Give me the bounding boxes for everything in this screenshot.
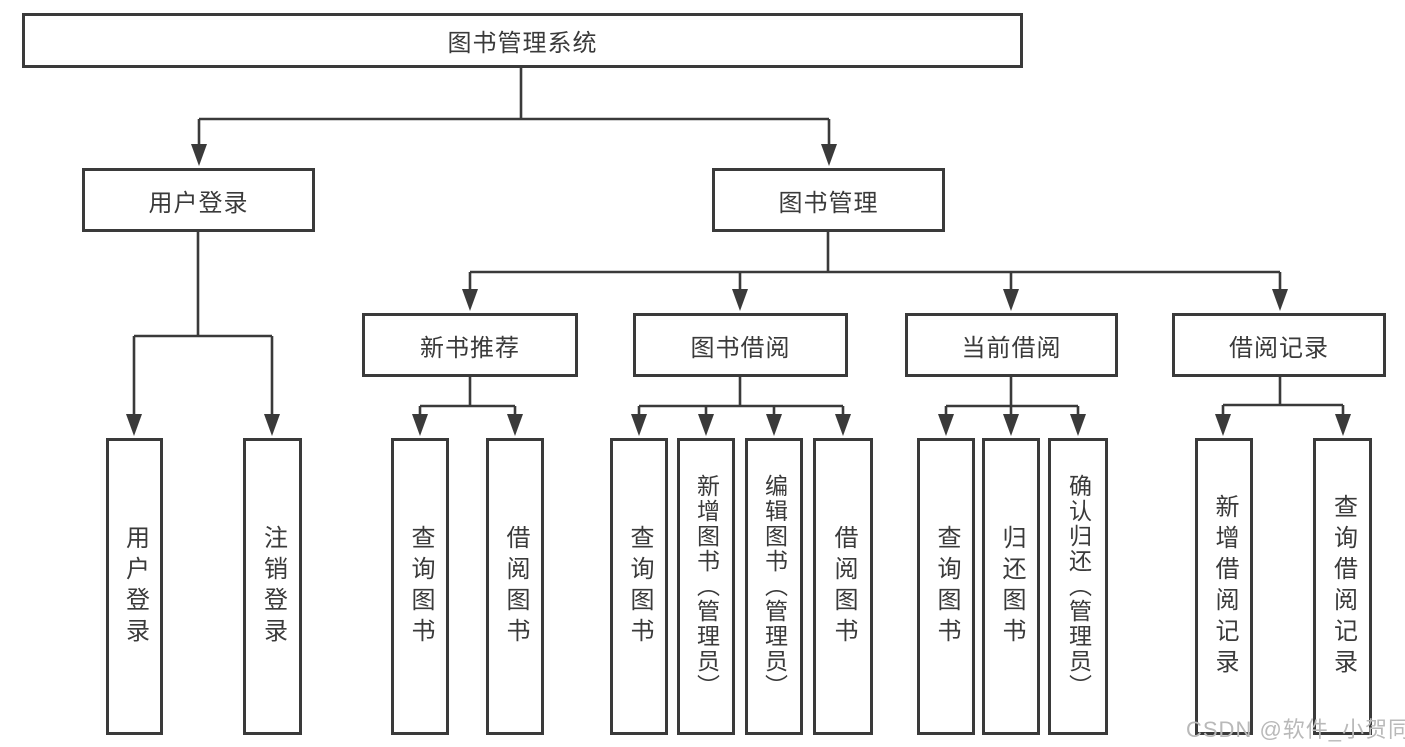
- leaf-label: 新增图书（管理员）: [693, 474, 720, 699]
- node-label: 图书管理: [778, 189, 879, 217]
- node-library-management-system: 图书管理系统: [22, 13, 1023, 68]
- node-user-login: 用户登录: [82, 168, 315, 232]
- leaf-label: 编辑图书（管理员）: [761, 474, 788, 699]
- leaf-label: 用户登录: [121, 524, 149, 649]
- leaf-label: 新增借阅记录: [1211, 493, 1238, 680]
- leaf-add-borrow-record: 新增借阅记录: [1195, 438, 1253, 735]
- node-label: 新书推荐: [420, 334, 520, 362]
- leaf-user-login: 用户登录: [106, 438, 163, 735]
- leaf-label: 借阅图书: [502, 524, 529, 649]
- node-book-management: 图书管理: [712, 168, 945, 232]
- node-new-book-recommend: 新书推荐: [362, 313, 578, 377]
- leaf-query-books-borrow: 查询图书: [610, 438, 668, 735]
- leaf-borrow-books-recommend: 借阅图书: [486, 438, 544, 735]
- node-label: 图书管理系统: [447, 30, 598, 57]
- leaf-label: 查询图书: [933, 524, 960, 649]
- leaf-add-books-admin: 新增图书（管理员）: [677, 438, 735, 735]
- leaf-label: 查询借阅记录: [1329, 493, 1357, 680]
- leaf-label: 查询图书: [626, 524, 653, 649]
- leaf-logout: 注销登录: [243, 438, 302, 735]
- node-label: 图书借阅: [690, 334, 791, 362]
- node-label: 借阅记录: [1229, 334, 1329, 362]
- leaf-label: 归还图书: [998, 524, 1025, 649]
- leaf-label: 查询图书: [407, 524, 434, 649]
- leaf-label: 确认归还（管理员）: [1065, 474, 1092, 699]
- node-label: 用户登录: [148, 189, 249, 217]
- leaf-borrow-books: 借阅图书: [813, 438, 873, 735]
- leaf-return-books: 归还图书: [982, 438, 1040, 735]
- node-current-borrow: 当前借阅: [905, 313, 1118, 377]
- leaf-edit-books-admin: 编辑图书（管理员）: [745, 438, 803, 735]
- watermark: CSDN @软件_小贺同学: [1186, 717, 1405, 742]
- leaf-confirm-return-admin: 确认归还（管理员）: [1048, 438, 1108, 735]
- leaf-query-books-current: 查询图书: [917, 438, 975, 735]
- leaf-label: 借阅图书: [830, 524, 857, 649]
- node-book-borrow: 图书借阅: [633, 313, 848, 377]
- leaf-query-books-recommend: 查询图书: [391, 438, 449, 735]
- leaf-query-borrow-record: 查询借阅记录: [1313, 438, 1372, 735]
- node-label: 当前借阅: [961, 334, 1062, 362]
- leaf-label: 注销登录: [259, 524, 287, 649]
- node-borrow-records: 借阅记录: [1172, 313, 1386, 377]
